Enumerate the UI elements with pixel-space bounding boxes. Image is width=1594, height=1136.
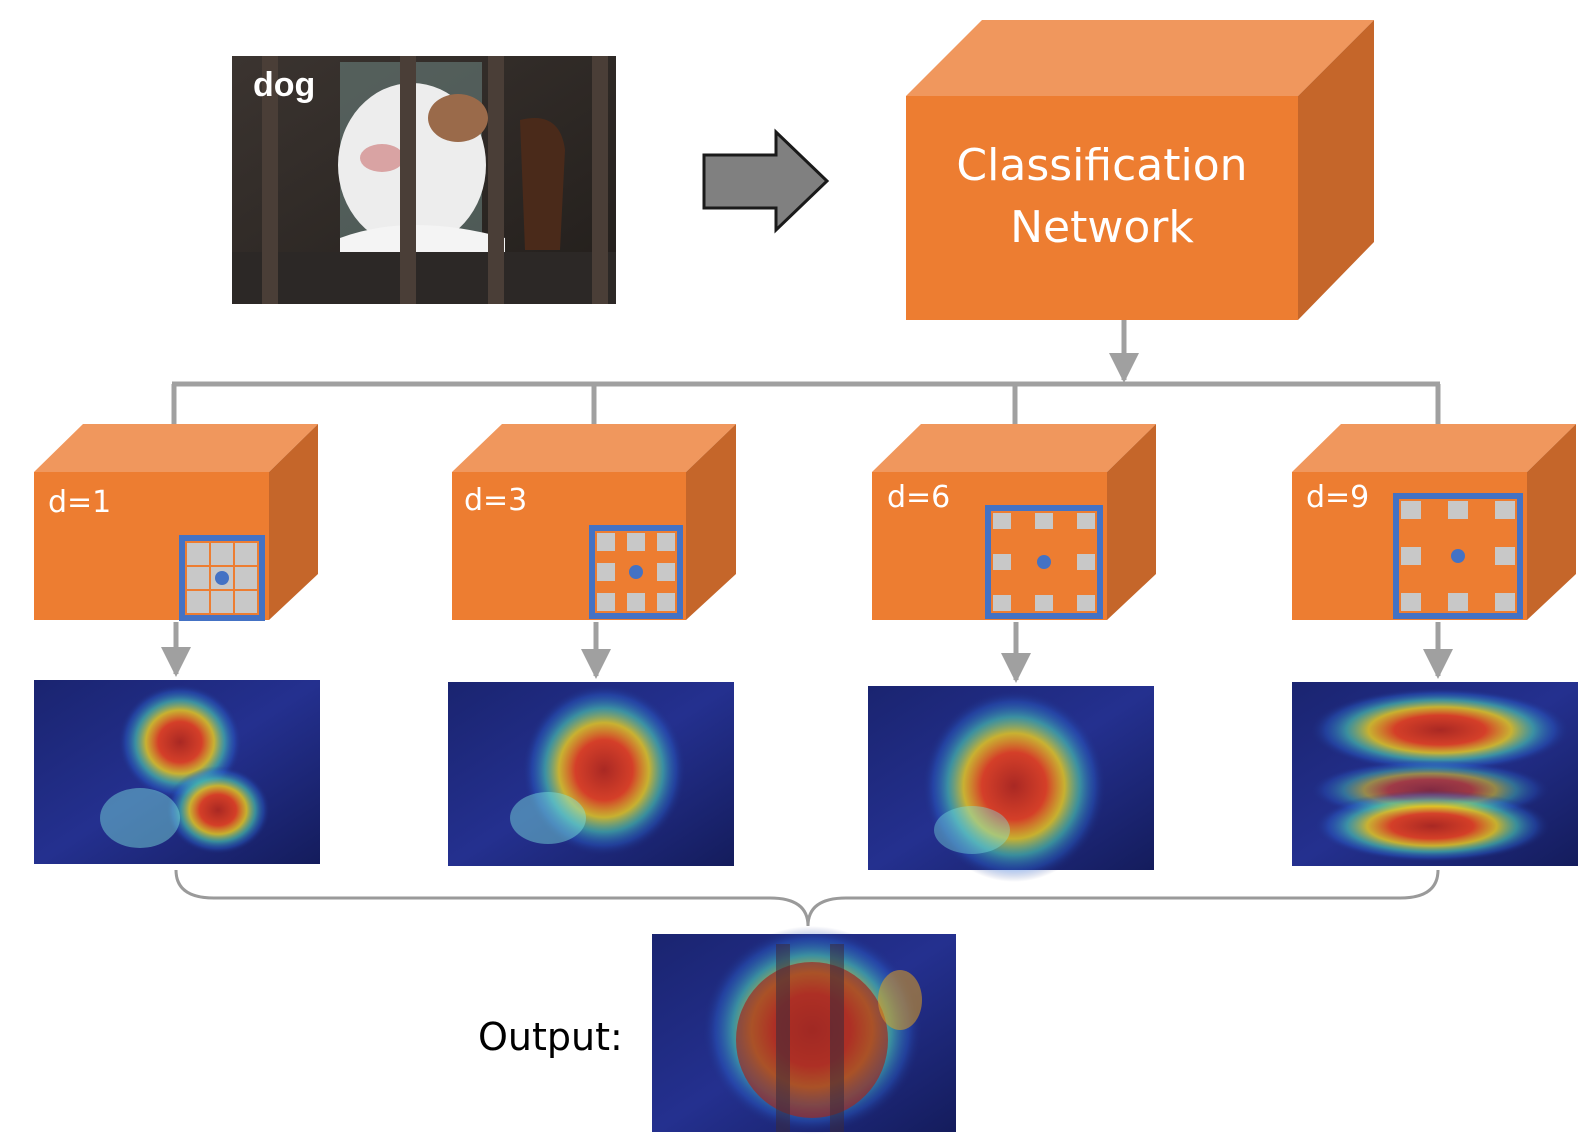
dilated-block-3: d=3 — [452, 424, 736, 620]
input-photo: dog — [232, 56, 616, 304]
kernel-center-dot — [1037, 555, 1051, 569]
heatmap-d6 — [868, 686, 1154, 882]
dilated-block-9: d=9 — [1292, 424, 1576, 620]
right-arrow-icon — [702, 128, 830, 234]
kernel-center-dot — [1451, 549, 1465, 563]
classification-network-block: Classification Network — [906, 20, 1374, 320]
heatmap-d3 — [448, 682, 734, 866]
block-label-d9: d=9 — [1306, 480, 1369, 515]
output-label: Output: — [478, 1015, 623, 1059]
network-label-line1: Classification — [956, 140, 1247, 191]
heatmap-arrows — [161, 622, 1453, 683]
block-label-d6: d=6 — [887, 480, 950, 515]
network-label-line2: Network — [1010, 202, 1194, 253]
connector-lines — [171, 320, 1441, 424]
heatmap-d1 — [34, 680, 320, 864]
merge-brace — [174, 869, 1440, 927]
dilated-block-1: d=1 — [34, 424, 318, 621]
output-heatmap — [652, 926, 956, 1134]
dilated-block-6: d=6 — [872, 424, 1156, 620]
input-label: dog — [253, 66, 315, 104]
kernel-center-dot — [629, 565, 643, 579]
block-label-d1: d=1 — [48, 485, 111, 520]
kernel-center-dot — [215, 571, 229, 585]
block-label-d3: d=3 — [464, 483, 527, 518]
heatmap-d9 — [1292, 682, 1578, 866]
